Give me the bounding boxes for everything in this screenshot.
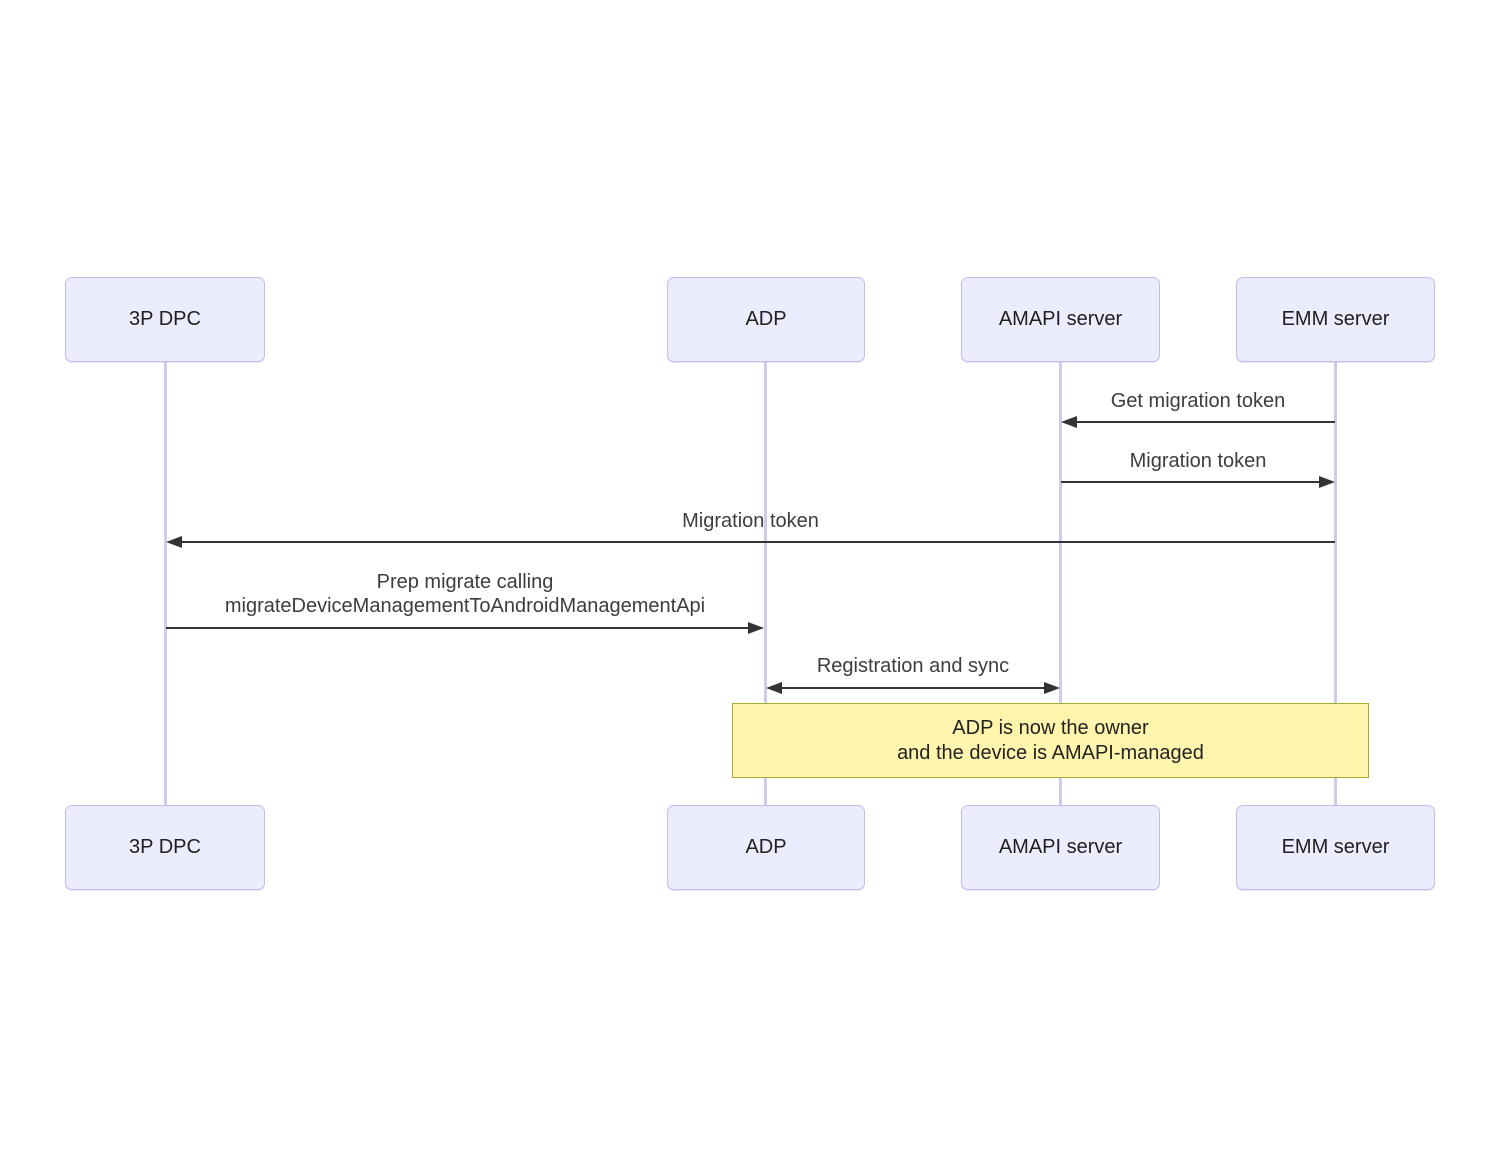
actor-label: AMAPI server [998,836,1123,858]
actor-label: AMAPI server [998,308,1123,330]
actor-adp-top: ADP [667,277,865,362]
actor-emm-server-top: EMM server [1236,277,1435,362]
arrowhead-left [1061,416,1077,428]
arrow-shaft [166,627,748,629]
actor-label: ADP [745,308,787,330]
lifeline-adp [764,361,767,806]
lifeline-emm-server [1334,361,1337,806]
message-label-prep-migrate: Prep migrate calling migrateDeviceManage… [224,571,706,617]
message-arrow-prep-migrate [166,622,764,634]
message-arrow-registration-and-sync [766,682,1060,694]
actor-label: EMM server [1281,308,1390,330]
arrowhead-right [748,622,764,634]
actor-adp-bottom: ADP [667,805,865,890]
arrow-shaft [1077,421,1335,423]
actor-label: 3P DPC [129,308,201,330]
arrowhead-right [1319,476,1335,488]
arrowhead-left [166,536,182,548]
lifeline-3p-dpc [164,361,167,806]
arrowhead-right [1044,682,1060,694]
actor-3p-dpc-top: 3P DPC [65,277,265,362]
actor-amapi-server-bottom: AMAPI server [961,805,1160,890]
arrowhead-left [766,682,782,694]
actor-3p-dpc-bottom: 3P DPC [65,805,265,890]
note-adp-owner: ADP is now the owner and the device is A… [732,703,1369,778]
arrow-shaft [782,687,1044,689]
message-label-get-migration-token: Get migration token [1110,390,1286,412]
actor-label: 3P DPC [129,836,201,858]
arrow-shaft [1061,481,1319,483]
message-arrow-get-migration-token [1061,416,1335,428]
actor-label: ADP [745,836,787,858]
arrow-shaft [182,541,1335,543]
message-label-migration-token-to-emm: Migration token [1129,450,1267,472]
actor-amapi-server-top: AMAPI server [961,277,1160,362]
message-arrow-migration-token-to-dpc [166,536,1335,548]
actor-label: EMM server [1281,836,1390,858]
actor-emm-server-bottom: EMM server [1236,805,1435,890]
message-arrow-migration-token-to-emm [1061,476,1335,488]
message-label-migration-token-to-dpc: Migration token [682,510,819,532]
lifeline-amapi-server [1059,361,1062,806]
message-label-registration-and-sync: Registration and sync [816,655,1010,677]
